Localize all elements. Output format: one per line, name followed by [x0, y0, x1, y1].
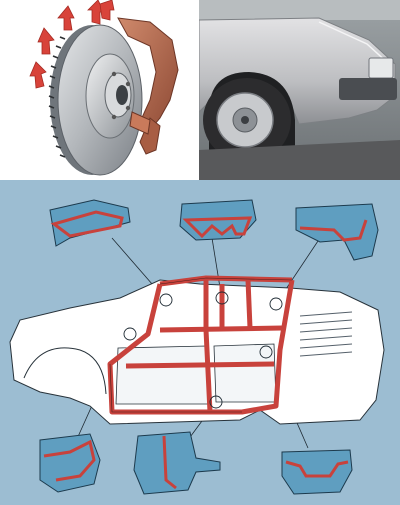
cross-section-roof-middle	[179, 199, 257, 241]
car-headlight	[368, 57, 394, 79]
cross-section-roof-rear	[295, 203, 379, 261]
cross-section-sill-front	[39, 433, 101, 493]
brake-disc-vents	[48, 36, 66, 158]
brake-disc-illustration	[0, 0, 199, 180]
body-structure-cutaway	[0, 180, 400, 505]
heat-arrow-icon	[29, 0, 115, 89]
car-bumper	[339, 78, 397, 100]
rear-vent-grille	[299, 311, 353, 357]
car-wheel-photo	[199, 0, 400, 180]
cross-section-sill-middle	[133, 431, 221, 495]
cross-section-roof-front	[49, 199, 131, 247]
cross-section-sill-rear	[281, 449, 353, 495]
callout-markers	[123, 291, 283, 409]
